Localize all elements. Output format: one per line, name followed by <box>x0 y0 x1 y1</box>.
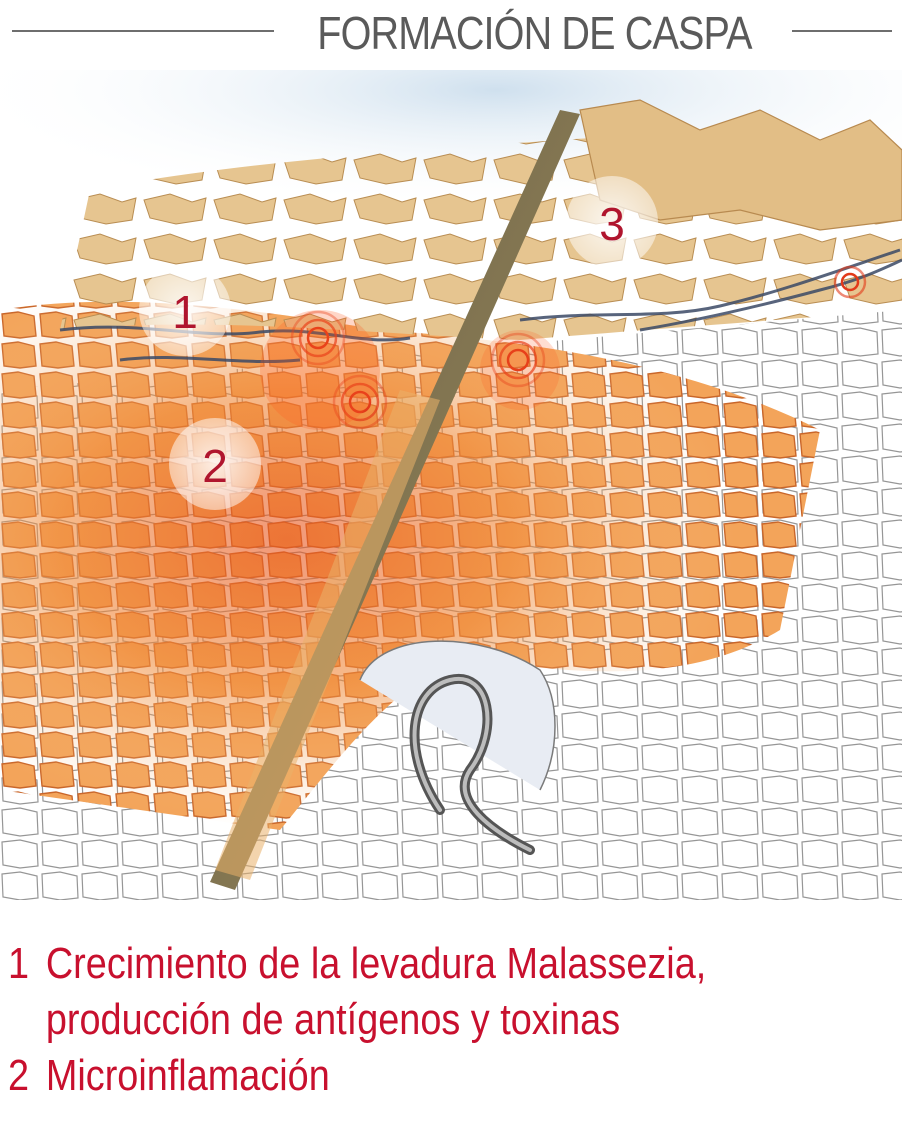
legend-text: producción de antígenos y toxinas <box>45 995 621 1044</box>
page-title: FORMACIÓN DE CASPA <box>317 7 752 59</box>
dandruff-formation-illustration: 1 2 3 <box>0 70 902 900</box>
legend: 1 Crecimiento de la levadura Malassezia,… <box>8 936 898 1104</box>
marker-number: 1 <box>172 286 198 338</box>
legend-number: 1 <box>8 939 30 988</box>
marker-number: 2 <box>202 440 228 492</box>
title-divider-left <box>12 30 274 32</box>
legend-item-1: 1 Crecimiento de la levadura Malassezia, <box>8 936 773 992</box>
marker-number: 3 <box>599 198 625 250</box>
marker-3: 3 <box>566 176 658 268</box>
legend-item-1-continued: producción de antígenos y toxinas <box>8 992 773 1048</box>
legend-text: Crecimiento de la levadura Malassezia, <box>45 939 707 988</box>
legend-item-2: 2 Microinflamación <box>8 1048 773 1104</box>
legend-text: Microinflamación <box>45 1051 330 1100</box>
marker-2: 2 <box>169 418 261 510</box>
marker-1: 1 <box>139 264 231 356</box>
title-row: FORMACIÓN DE CASPA <box>0 0 902 64</box>
title-divider-right <box>792 30 892 32</box>
legend-number: 2 <box>8 1051 30 1100</box>
